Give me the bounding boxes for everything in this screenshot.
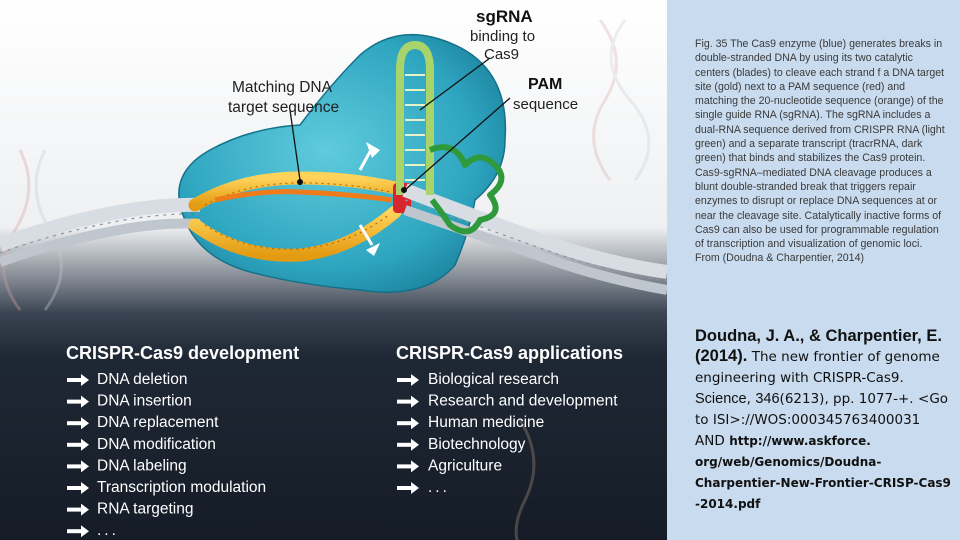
development-arrow-icon xyxy=(67,395,89,408)
applications-arrow-icon xyxy=(397,438,419,451)
applications-item: Human medicine xyxy=(428,414,544,431)
applications-heading: CRISPR-Cas9 applications xyxy=(396,343,623,363)
reference-url-4[interactable]: -2014.pdf xyxy=(695,497,761,511)
development-item: DNA modification xyxy=(97,436,216,453)
applications-arrow-icon xyxy=(397,460,419,473)
applications-item: Biotechnology xyxy=(428,436,526,453)
cleavage-blade-top xyxy=(358,142,380,171)
development-item: ... xyxy=(97,522,119,539)
cas9-enzyme xyxy=(178,33,507,293)
dna-target-bottom xyxy=(188,205,402,262)
label-sgrna-title: sgRNA xyxy=(476,7,533,26)
development-arrow-icon xyxy=(67,374,89,386)
applications-item: Research and development xyxy=(428,393,618,410)
applications-item: Agriculture xyxy=(428,457,502,474)
dna-left-strand xyxy=(0,197,201,267)
sgrna-stem-loop xyxy=(396,40,434,195)
development-item: DNA insertion xyxy=(97,393,192,410)
reference-authors: Doudna, J. A., & Charpentier, E. (2014). xyxy=(695,327,942,365)
leader-matching xyxy=(289,109,301,181)
development-arrow-icon xyxy=(67,482,89,494)
development-item: RNA targeting xyxy=(97,501,194,518)
reference-volume: 346 xyxy=(755,391,780,407)
development-item: DNA replacement xyxy=(97,414,219,431)
tracrrna xyxy=(428,144,505,235)
crispr-diagram: sgRNA binding to Cas9 Matching DNA targe… xyxy=(0,0,667,540)
label-matching-line2: target sequence xyxy=(228,99,339,116)
background-helix-right xyxy=(514,19,651,540)
label-pam-title: PAM xyxy=(528,76,562,93)
label-sgrna-line3: Cas9 xyxy=(484,46,519,63)
development-arrow-icon xyxy=(67,460,89,473)
reference-issue: (6213) xyxy=(779,391,825,407)
applications-arrow-icon xyxy=(397,374,419,386)
applications-item: ... xyxy=(428,479,450,496)
reference-pages: , pp. 1077-+. xyxy=(824,391,914,407)
reference-journal: Science xyxy=(695,391,747,407)
development-heading: CRISPR-Cas9 development xyxy=(66,343,299,363)
label-pam-line2: sequence xyxy=(513,96,578,113)
cleavage-blade-bottom xyxy=(358,224,380,256)
development-arrow-icon xyxy=(67,438,89,451)
development-arrow-icon xyxy=(67,503,89,516)
development-item: DNA labeling xyxy=(97,457,187,474)
applications-arrow-icon xyxy=(397,482,419,494)
reference-and: AND xyxy=(695,433,725,449)
side-panel xyxy=(667,0,960,540)
figure-caption: Fig. 35 The Cas9 enzyme (blue) generates… xyxy=(695,38,945,265)
leader-sgrna xyxy=(419,57,491,111)
label-matching-line1: Matching DNA xyxy=(232,79,333,96)
development-item: Transcription modulation xyxy=(97,479,266,496)
leader-pam xyxy=(404,97,511,191)
applications-arrow-icon xyxy=(397,417,419,430)
reference-url-3[interactable]: Charpentier-New-Frontier-CRISP-Cas9 xyxy=(695,476,951,490)
reference-citation: Doudna, J. A., & Charpentier, E. (2014).… xyxy=(695,326,953,515)
reference-url-2[interactable]: org/web/Genomics/Doudna- xyxy=(695,455,882,469)
reference-title: The new frontier of genome engineering w… xyxy=(695,349,940,386)
guide-rna-match xyxy=(214,189,393,203)
reference-isi: <Go to ISI>://WOS:000345763400031 xyxy=(695,391,949,428)
reference-url-1[interactable]: http://www.askforce. xyxy=(729,434,871,448)
development-item: DNA deletion xyxy=(97,371,187,388)
crispr-figure: sgRNA binding to Cas9 Matching DNA targe… xyxy=(0,0,667,540)
development-arrow-icon xyxy=(67,417,89,430)
applications-arrow-icon xyxy=(397,395,419,408)
development-arrow-icon xyxy=(67,525,89,538)
applications-item: Biological research xyxy=(428,371,559,388)
label-sgrna-line2: binding to xyxy=(470,28,535,45)
